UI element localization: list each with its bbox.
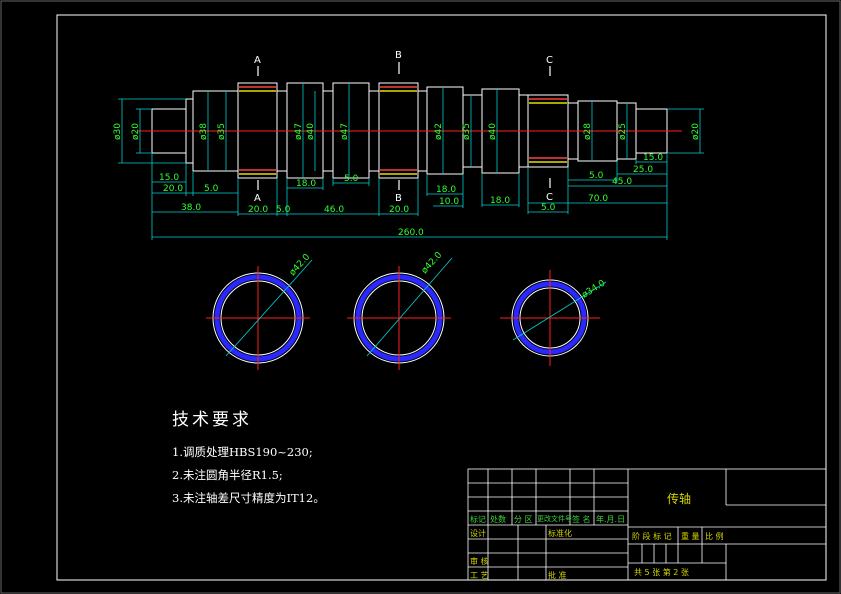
tech-req-item: 3.未注轴差尺寸精度为IT12。	[172, 491, 325, 505]
section-label-b-top: B	[395, 50, 402, 61]
tb-review: 审 核	[470, 557, 489, 566]
tb-header: 分 区	[514, 515, 533, 524]
section-c-dia: ø34.0	[580, 278, 607, 300]
dia-label: ø35	[217, 123, 227, 140]
tech-req-title: 技术要求	[172, 410, 252, 430]
dia-label: ø25	[618, 123, 628, 140]
dia-label: ø30	[113, 123, 123, 140]
len-label: 5.0	[589, 171, 604, 181]
dia-label: ø47	[294, 123, 304, 140]
dia-label: ø20	[691, 123, 701, 140]
tb-sheets: 共 5 张 第 2 张	[634, 568, 689, 577]
len-label: 15.0	[643, 153, 663, 163]
part-name: 传轴	[667, 492, 692, 506]
length-dimension-lines	[151, 153, 668, 240]
section-view-a: ø42.0	[206, 252, 313, 370]
dia-label: ø35	[462, 123, 472, 140]
tb-scale: 比 例	[705, 532, 724, 541]
tb-approve: 批 准	[548, 571, 567, 580]
len-label: 20.0	[163, 184, 183, 194]
len-label: 5.0	[276, 205, 291, 215]
section-label-b-bottom: B	[395, 193, 402, 204]
len-label: 25.0	[633, 165, 653, 175]
len-label-total: 260.0	[398, 228, 424, 238]
section-view-b: ø42.0	[347, 250, 453, 370]
dia-label: ø20	[131, 123, 141, 140]
title-block	[467, 468, 827, 581]
dia-label: ø47	[340, 123, 350, 140]
tb-header: 签 名	[572, 515, 591, 524]
tb-stage-mark: 阶 段 标 记	[632, 532, 672, 541]
tb-header: 更改文件号	[537, 515, 572, 523]
dia-label: ø38	[199, 123, 209, 140]
dia-label: ø40	[306, 123, 316, 140]
section-b-dia: ø42.0	[420, 250, 445, 276]
dia-label: ø40	[488, 123, 498, 140]
tb-process: 工 艺	[470, 571, 489, 580]
tb-header: 标记	[470, 515, 486, 524]
section-label-a-bottom: A	[254, 193, 261, 204]
len-label: 15.0	[159, 173, 179, 183]
len-label: 5.0	[541, 203, 556, 213]
len-label: 45.0	[612, 177, 632, 187]
length-labels: 15.0 20.0 5.0 38.0 20.0 18.0 5.0 5.0 46.…	[159, 153, 663, 238]
len-label: 46.0	[324, 205, 344, 215]
drawing-border	[56, 14, 827, 581]
tech-req-item: 1.调质处理HBS190~230;	[172, 445, 313, 459]
tb-weight: 重 量	[681, 532, 700, 541]
tb-header: 年.月.日	[596, 515, 626, 524]
section-markers	[257, 62, 551, 190]
diameter-labels: ø30 ø20 ø38 ø35 ø47 ø40 ø47 ø42 ø35 ø40 …	[113, 123, 701, 140]
tb-header: 处数	[490, 515, 506, 524]
len-label: 10.0	[439, 197, 459, 207]
section-a-dia: ø42.0	[288, 252, 313, 278]
tb-design: 设计	[470, 529, 486, 538]
len-label: 5.0	[344, 174, 359, 184]
len-label: 18.0	[296, 179, 316, 189]
len-label: 38.0	[181, 203, 201, 213]
len-label: 18.0	[490, 196, 510, 206]
len-label: 20.0	[248, 205, 268, 215]
dia-label: ø28	[583, 123, 593, 140]
section-label-c-top: C	[546, 55, 553, 66]
section-view-c: ø34.0	[500, 270, 607, 366]
tb-standardize: 标准化	[548, 529, 572, 538]
section-label-a-top: A	[254, 55, 261, 66]
len-label: 20.0	[389, 205, 409, 215]
len-label: 70.0	[588, 194, 608, 204]
section-label-c-bottom: C	[546, 192, 553, 203]
gear-rim-bands	[239, 86, 567, 175]
technical-requirements: 技术要求 1.调质处理HBS190~230; 2.未注圆角半径R1.5; 3.未…	[172, 405, 325, 506]
len-label: 5.0	[204, 184, 219, 194]
dia-label: ø42	[434, 123, 444, 140]
tech-req-item: 2.未注圆角半径R1.5;	[172, 468, 283, 482]
len-label: 18.0	[436, 185, 456, 195]
